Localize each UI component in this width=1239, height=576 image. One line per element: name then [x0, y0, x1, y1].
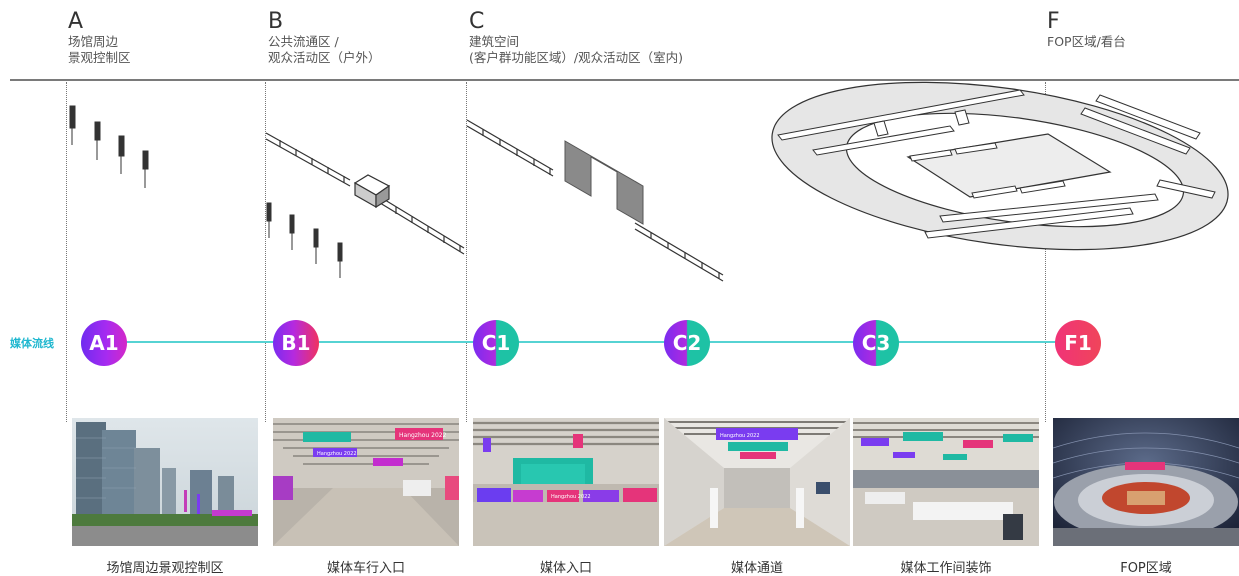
caption-fop-area: FOP区域 — [1120, 561, 1172, 576]
flow-node-b1: B1 — [273, 320, 319, 366]
caption-media-entrance: 媒体入口 — [539, 561, 592, 576]
photo-media-vehicle-entrance: Hangzhou 2022 Hangzhou 2022 — [273, 418, 459, 546]
zone-boundary-f — [1045, 82, 1046, 422]
caption-media-corridor: 媒体通道 — [730, 561, 783, 576]
zone-subtitle-line: 建筑空间 — [469, 34, 520, 49]
zone-subtitle-line: 公共流通区 / — [268, 34, 339, 49]
zone-letter: C — [469, 9, 485, 34]
banner-text: Hangzhou 2022 — [399, 432, 447, 439]
flow-node-c1: C1 — [473, 320, 519, 366]
flow-node-c3: C3 — [853, 320, 899, 366]
stadium-illustration — [771, 81, 1229, 251]
zone-a-header: A 场馆周边 景观控制区 — [68, 10, 131, 66]
zone-letter: F — [1047, 9, 1060, 34]
photo-media-corridor: Hangzhou 2022 — [664, 418, 850, 546]
zone-letter: B — [268, 9, 284, 34]
media-flow-label: 媒体流线 — [10, 337, 54, 350]
zone-c-entrance-gate — [564, 140, 644, 225]
photo-fop-area — [1053, 418, 1239, 546]
flow-node-a1: A1 — [81, 320, 127, 366]
caption-media-workroom: 媒体工作间装饰 — [900, 561, 992, 576]
zone-boundary-a — [66, 82, 67, 422]
zone-subtitle-line: 景观控制区 — [68, 50, 131, 65]
zone-subtitle-line: (客户群功能区域）/观众活动区（室内) — [469, 50, 683, 65]
zone-boundary-b — [265, 82, 266, 422]
zone-b-flags — [266, 202, 343, 278]
zone-subtitle-line: FOP区域/看台 — [1047, 34, 1126, 49]
banner-text: Hangzhou 2022 — [317, 451, 357, 457]
media-flow-line — [103, 341, 1088, 343]
zone-c-header: C 建筑空间 (客户群功能区域）/观众活动区（室内) — [469, 10, 683, 66]
zone-b-fence — [265, 132, 465, 255]
zone-subtitle-line: 场馆周边 — [68, 34, 119, 49]
zone-f-header: F FOP区域/看台 — [1047, 10, 1126, 50]
photo-media-workroom — [853, 418, 1039, 546]
photo-media-entrance: Hangzhou 2022 — [473, 418, 659, 546]
caption-landscape-control-area: 场馆周边景观控制区 — [106, 561, 224, 576]
flow-node-c2: C2 — [664, 320, 710, 366]
flow-node-f1: F1 — [1055, 320, 1101, 366]
zone-boundary-c — [466, 82, 467, 422]
zone-a-flags — [69, 105, 149, 188]
caption-media-vehicle-entrance: 媒体车行入口 — [326, 561, 405, 576]
zone-subtitle-line: 观众活动区（户外） — [268, 50, 381, 65]
banner-text: Hangzhou 2022 — [551, 494, 591, 500]
photo-landscape-control-area — [72, 418, 258, 546]
zone-c-fence — [466, 119, 724, 282]
zone-b-header: B 公共流通区 / 观众活动区（户外） — [268, 10, 381, 66]
banner-text: Hangzhou 2022 — [720, 433, 760, 439]
zone-letter: A — [68, 9, 84, 34]
header-divider — [10, 79, 1239, 81]
